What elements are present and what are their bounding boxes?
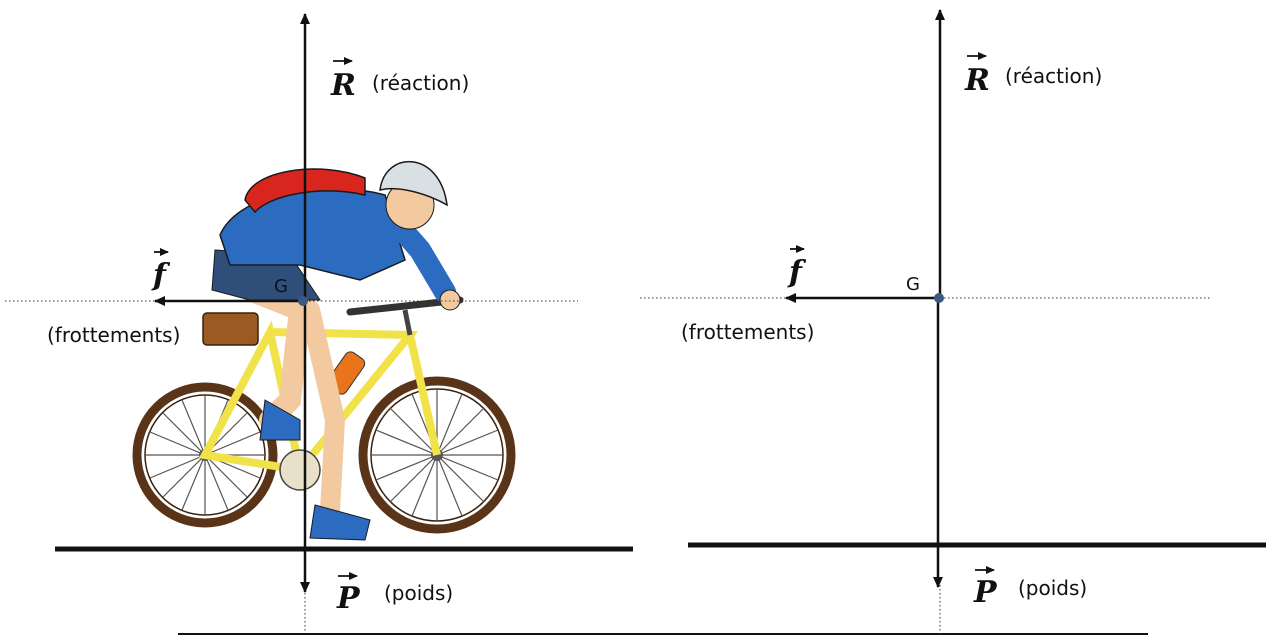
reaction-symbol: R <box>330 68 356 103</box>
friction-text: (frottements) <box>47 323 180 347</box>
reaction-vector-label: R (réaction) <box>330 57 469 103</box>
reaction-text: (réaction) <box>1005 64 1102 88</box>
weight-vector-label: P (poids) <box>973 566 1087 610</box>
friction-text: (frottements) <box>681 320 814 344</box>
friction-symbol: f <box>787 255 807 290</box>
reaction-text: (réaction) <box>372 71 469 95</box>
helmet <box>379 160 448 207</box>
cyclist-illustration <box>132 160 516 541</box>
center-of-gravity-label: G <box>906 274 920 295</box>
weight-symbol: P <box>973 575 998 610</box>
center-of-gravity-point <box>298 296 308 306</box>
weight-text: (poids) <box>1018 576 1087 600</box>
friction-symbol: f <box>151 258 171 293</box>
center-of-gravity-point <box>934 293 944 303</box>
saddle-bag <box>202 312 259 346</box>
reaction-vector-label: R (réaction) <box>964 52 1102 98</box>
weight-vector-label: P (poids) <box>336 572 453 616</box>
reaction-symbol: R <box>964 63 990 98</box>
friction-vector-label: f (frottements) <box>681 245 814 344</box>
weight-symbol: P <box>336 581 361 616</box>
center-of-gravity-label: G <box>274 276 288 297</box>
right-panel: G R (réaction) f (frottements) P (poids) <box>640 9 1266 634</box>
friction-vector-label: f (frottements) <box>47 248 180 347</box>
weight-text: (poids) <box>384 581 453 605</box>
left-panel: G R (réaction) f (frottements) P (poids) <box>5 13 633 634</box>
